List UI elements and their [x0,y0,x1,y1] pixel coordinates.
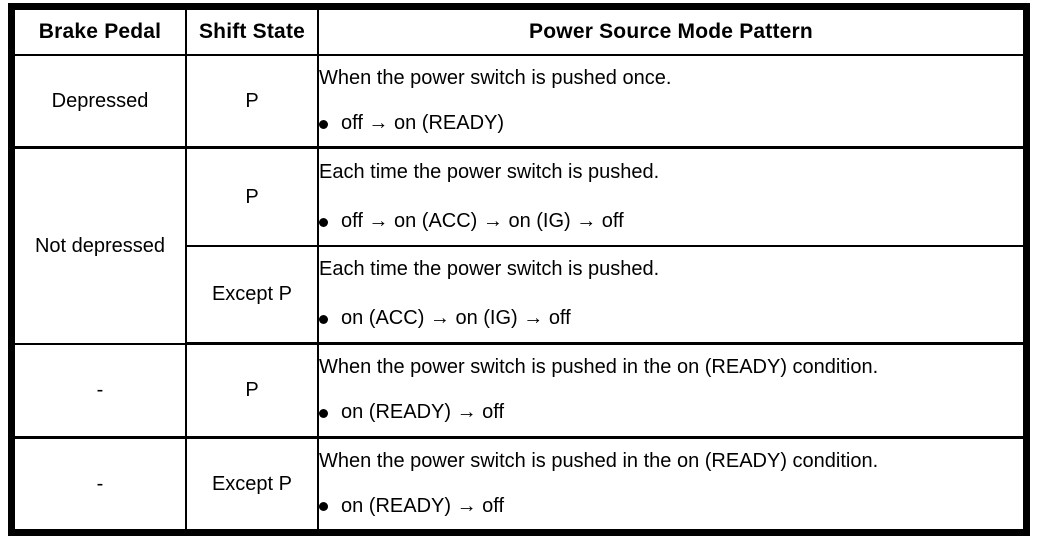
cell-shift-state: P [185,342,319,439]
cell-brake-pedal: Not depressed [13,146,187,345]
bullet-icon [319,314,328,324]
cell-power-source-mode-pattern: When the power switch is pushed once. of… [317,54,1025,150]
mode-heading-text: When the power switch is pushed once. [319,67,672,90]
table-row: Not depressed P Each time the power swit… [13,146,1025,345]
mode-bullet-text: on (ACC) → on (IG) → off [341,307,571,330]
bullet-icon [319,502,328,512]
mode-bullet-text: off → on (ACC) → on (IG) → off [341,210,624,233]
cell-shift-state: Except P [185,436,319,531]
mode-bullet-item: off → on (ACC) → on (IG) → off [319,209,1023,234]
mode-bullet-text: off → on (READY) [341,112,505,135]
mode-bullet-item: on (READY) → off [319,494,1023,519]
cell-power-source-mode-pattern: Each time the power switch is pushed. on… [317,244,1025,346]
mode-heading-text: Each time the power switch is pushed. [319,161,660,184]
table-row: Depressed P When the power switch is pus… [13,54,1025,150]
mode-bullet-text: on (READY) → off [341,494,505,517]
cell-brake-pedal: - [13,342,187,439]
spec-table-container: Brake Pedal Shift State Power Source Mod… [8,3,1030,536]
table-row: - P When the power switch is pushed in t… [13,342,1025,439]
mode-heading-text: When the power switch is pushed in the o… [319,449,879,472]
table-row: Except P Each time the power switch is p… [14,244,1025,346]
cell-shift-state: Except P [185,244,319,346]
column-header-brake-pedal: Brake Pedal [13,8,187,56]
table-body: Depressed P When the power switch is pus… [13,54,1025,531]
mode-bullet-text: on (READY) → off [341,401,505,424]
mode-heading-text: Each time the power switch is pushed. [319,258,660,281]
column-header-power-source-mode-pattern: Power Source Mode Pattern [317,8,1025,56]
mode-bullet-item: off → on (READY) [319,111,1023,136]
table-row: - Except P When the power switch is push… [13,436,1025,531]
bullet-icon [319,408,328,418]
header-row: Brake Pedal Shift State Power Source Mod… [13,8,1025,56]
mode-bullet-item: on (ACC) → on (IG) → off [319,306,1023,331]
bullet-icon [319,119,328,129]
mode-heading-text: When the power switch is pushed in the o… [319,356,879,379]
cell-power-source-mode-pattern: Each time the power switch is pushed. of… [317,146,1025,247]
cell-brake-pedal: - [13,436,187,531]
cell-shift-state: P [185,146,319,247]
mode-bullet-item: on (READY) → off [319,400,1023,425]
table-header: Brake Pedal Shift State Power Source Mod… [13,8,1025,56]
bullet-icon [319,217,328,227]
cell-power-source-mode-pattern: When the power switch is pushed in the o… [317,342,1025,439]
cell-shift-state: P [185,54,319,150]
cell-power-source-mode-pattern: When the power switch is pushed in the o… [317,436,1025,531]
cell-brake-pedal: Depressed [13,54,187,150]
power-source-mode-table: Brake Pedal Shift State Power Source Mod… [13,8,1025,531]
column-header-shift-state: Shift State [185,8,319,56]
